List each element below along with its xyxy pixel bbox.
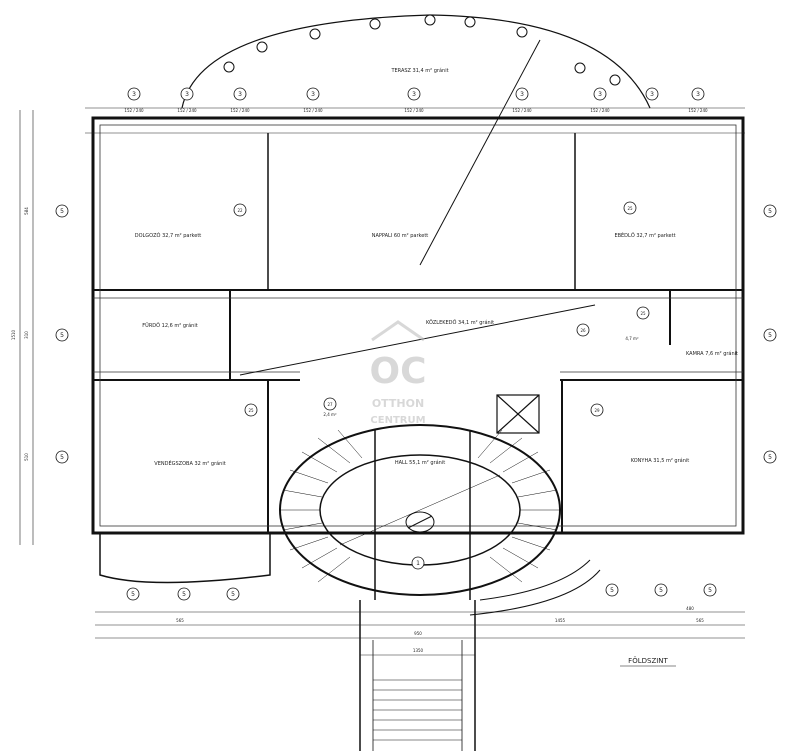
dim-top-3: 152 / 240 <box>230 108 250 113</box>
dim-bottom-5: 565 <box>696 618 704 623</box>
dim-top-2: 152 / 240 <box>177 108 197 113</box>
marker-top-6: 3 <box>520 91 524 98</box>
watermark: OC OTTHON CENTRUM <box>369 320 427 426</box>
marker-top-9: 3 <box>696 91 700 98</box>
marker-top-3: 3 <box>238 91 242 98</box>
room-wc: 2,4 m² <box>323 412 337 417</box>
room-office: DOLGOZÓ 32,7 m² parkett <box>135 232 202 239</box>
marker-top-7: 3 <box>598 91 602 98</box>
dim-top-1: 152 / 240 <box>124 108 144 113</box>
marker-top-4: 3 <box>311 91 315 98</box>
section-markers <box>55 87 777 601</box>
hall-center-mark <box>339 474 501 546</box>
marker-room-wc: 27 <box>327 402 333 407</box>
marker-top-2: 3 <box>185 91 189 98</box>
dim-top-8: 152 / 240 <box>688 108 708 113</box>
dim-top-6: 152 / 240 <box>512 108 532 113</box>
marker-bottom-6: 5 <box>708 587 712 594</box>
marker-top-5: 3 <box>412 91 416 98</box>
room-terrace: TERASZ 31,4 m² gránit <box>390 67 448 74</box>
dim-top-4: 152 / 240 <box>303 108 323 113</box>
room-guest: VENDÉGSZOBA 32 m² gránit <box>154 459 225 467</box>
room-pantry: KAMRA 7,6 m² gránit <box>686 350 738 357</box>
dim-top-5: 152 / 240 <box>404 108 424 113</box>
watermark-line1: OTTHON <box>372 397 424 410</box>
room-living: EBÉDLŐ 32,7 m² parkett <box>614 231 675 239</box>
dim-top-7: 152 / 240 <box>590 108 610 113</box>
elevator <box>496 394 540 434</box>
terrace-column-markers <box>223 14 621 86</box>
marker-left-2: 5 <box>60 332 64 339</box>
marker-left-1: 5 <box>60 208 64 215</box>
marker-room-living: 25 <box>627 206 633 211</box>
dim-left-3: 510 <box>24 453 29 461</box>
marker-room-pantry: 25 <box>640 311 646 316</box>
marker-top-8: 3 <box>650 91 654 98</box>
marker-bottom-5: 5 <box>659 587 663 594</box>
entrance-steps <box>373 679 462 741</box>
staircase-oval <box>279 424 561 600</box>
room-dining: NAPPALI 60 m² parkett <box>372 233 429 239</box>
watermark-line2: CENTRUM <box>370 415 425 426</box>
lower-stair <box>469 559 601 616</box>
room-bath: FÜRDŐ 12,6 m² gránit <box>142 322 197 329</box>
room-corridor: KÖZLEKEDŐ 34,1 m² gránit <box>426 319 494 326</box>
marker-right-2: 5 <box>768 332 772 339</box>
corridor-diagonal <box>239 304 596 376</box>
marker-bottom-3: 5 <box>231 591 235 598</box>
marker-top-1: 3 <box>132 91 136 98</box>
marker-room-corridor: 26 <box>580 328 586 333</box>
marker-entrance: 1 <box>416 560 420 567</box>
marker-room-guest: 25 <box>248 408 254 413</box>
dim-bottom-4: 480 <box>686 606 694 611</box>
room-kitchen: KONYHA 31,5 m² gránit <box>631 457 690 464</box>
marker-room-office: 22 <box>237 208 243 213</box>
room-elevator: 4,7 m² <box>625 336 639 341</box>
room-hall: HALL 55,1 m² gránit <box>395 459 445 466</box>
marker-bottom-1: 5 <box>131 591 135 598</box>
dim-bottom-total: 1350 <box>413 648 424 653</box>
marker-left-3: 5 <box>60 454 64 461</box>
dim-bottom-2: 950 <box>414 631 422 636</box>
marker-bottom-4: 5 <box>610 587 614 594</box>
terrace-diagonal <box>419 39 541 266</box>
dim-left-total: 1510 <box>11 329 16 340</box>
inner-wall-lines <box>93 124 743 527</box>
dim-bottom-3: 1455 <box>555 618 566 623</box>
dim-left-1: 584 <box>24 207 29 215</box>
marker-right-3: 5 <box>768 454 772 461</box>
watermark-logo: OC <box>369 351 426 392</box>
floor-title: FÖLDSZINT <box>628 656 668 665</box>
dim-bottom-1: 565 <box>176 618 184 623</box>
marker-room-kitchen: 29 <box>594 408 600 413</box>
marker-right-1: 5 <box>768 208 772 215</box>
dimension-lines <box>19 107 745 656</box>
marker-bottom-2: 5 <box>182 591 186 598</box>
dim-left-2: 310 <box>24 331 29 339</box>
